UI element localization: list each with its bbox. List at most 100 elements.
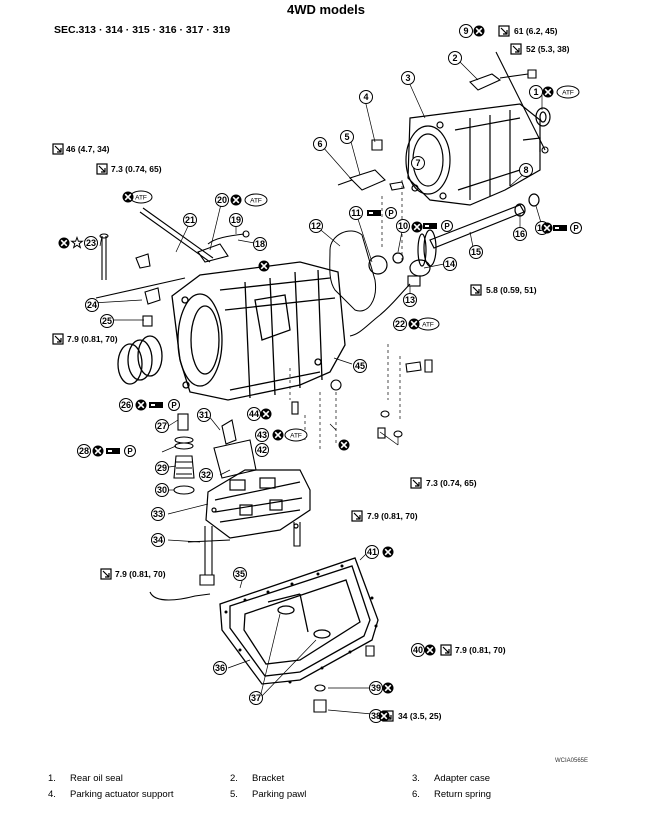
- callout-number: 33: [153, 509, 163, 519]
- valve-bracket: [187, 526, 231, 586]
- callout-number: 35: [235, 569, 245, 579]
- callout-number: 22: [395, 319, 405, 329]
- svg-text:ATF: ATF: [562, 90, 574, 97]
- do-not-reuse-icon: [121, 190, 135, 204]
- callout-44: 44: [247, 407, 261, 421]
- legend-row: 1.Rear oil seal 2.Bracket 3.Adapter case: [48, 770, 608, 786]
- petroleum-jelly-p-icon: P: [385, 207, 397, 219]
- callout-42: 42: [255, 443, 269, 457]
- callout-7: 7: [411, 156, 425, 170]
- svg-text:P: P: [573, 224, 579, 233]
- callout-9: 9: [459, 24, 473, 38]
- legend-label: Parking pawl: [252, 788, 307, 800]
- callout-39: 39: [369, 681, 383, 695]
- callout-number: 36: [215, 663, 225, 673]
- bracket: [469, 51, 549, 154]
- annotations: 61 (6.2, 45) 52 (5.3, 38) 46 (4.7, 34) 7…: [52, 24, 570, 723]
- control-valve: [205, 469, 311, 539]
- callout-number: 11: [351, 208, 361, 218]
- svg-text:ATF: ATF: [250, 198, 262, 205]
- do-not-reuse-icon: [377, 709, 391, 723]
- callout-number: 5: [344, 132, 349, 142]
- do-not-reuse-icon: [257, 259, 271, 273]
- do-not-reuse-icon: [407, 317, 421, 331]
- petroleum-jelly-icon: [106, 448, 120, 454]
- torque-spec: 34 (3.5, 25): [398, 711, 442, 721]
- callout-35: 35: [233, 567, 247, 581]
- callout-10: 10: [396, 219, 410, 233]
- atf-fluid-icon: ATF: [244, 193, 268, 207]
- torque-wrench-icon: [96, 163, 108, 175]
- do-not-reuse-icon: [540, 221, 554, 235]
- callout-number: 43: [257, 430, 267, 440]
- adapter-case: [405, 103, 541, 206]
- torque-wrench-icon: [52, 143, 64, 155]
- callout-29: 29: [155, 461, 169, 475]
- callout-24: 24: [85, 298, 99, 312]
- callout-number: 38: [371, 711, 381, 721]
- legend-number: 5.: [230, 788, 238, 800]
- torque-wrench-icon: [498, 25, 510, 37]
- callout-28: 28: [77, 444, 91, 458]
- parking-rod-pin: [95, 277, 186, 327]
- torque-wrench-icon: [470, 284, 482, 296]
- callout-34: 34: [151, 533, 165, 547]
- valve-bolt: [293, 522, 301, 547]
- callout-number: 24: [87, 300, 97, 310]
- callout-number: 30: [157, 485, 167, 495]
- legend-number: 6.: [412, 788, 420, 800]
- do-not-reuse-icon: [229, 193, 243, 207]
- torque-wrench-icon: [351, 510, 363, 522]
- callout-8: 8: [519, 163, 533, 177]
- torque-spec: 46 (4.7, 34): [66, 144, 110, 154]
- transmission-case: [171, 261, 346, 401]
- do-not-reuse-icon: [337, 438, 351, 452]
- parts-legend: 1.Rear oil seal 2.Bracket 3.Adapter case…: [48, 770, 608, 802]
- petroleum-jelly-p-icon: P: [570, 222, 582, 234]
- callout-25: 25: [100, 314, 114, 328]
- petroleum-jelly-icon: [149, 402, 163, 408]
- legend-label: Bracket: [252, 772, 285, 784]
- svg-text:ATF: ATF: [135, 195, 147, 202]
- legend-item: 6.Return spring: [412, 789, 594, 800]
- gasket: [329, 230, 377, 312]
- torque-wrench-icon: [410, 477, 422, 489]
- torque-spec: 7.3 (0.74, 65): [111, 164, 162, 174]
- svg-text:ATF: ATF: [290, 433, 302, 440]
- revolution-sensor-harness: [349, 283, 411, 337]
- callout-number: 19: [231, 215, 241, 225]
- callout-number: 42: [257, 445, 267, 455]
- callout-number: 16: [515, 229, 525, 239]
- control-valve-lever: [135, 253, 151, 269]
- accumulator-parts: [173, 413, 257, 495]
- callout-number: 6: [317, 139, 322, 149]
- do-not-reuse-icon: [423, 643, 437, 657]
- figure-code: WCIA0565E: [555, 758, 589, 764]
- callout-15: 15: [469, 245, 483, 259]
- callout-36: 36: [213, 661, 227, 675]
- svg-text:P: P: [444, 222, 450, 231]
- callout-41: 41: [365, 545, 379, 559]
- callout-22: 22: [393, 317, 407, 331]
- callout-19: 19: [229, 213, 243, 227]
- petroleum-jelly-p-icon: P: [441, 220, 453, 232]
- callout-27: 27: [155, 419, 169, 433]
- petroleum-jelly-icon: [423, 223, 437, 229]
- callout-3: 3: [401, 71, 415, 85]
- callout-33: 33: [151, 507, 165, 521]
- callout-number: 8: [523, 165, 528, 175]
- torque-spec: 52 (5.3, 38): [526, 44, 570, 54]
- callout-number: 44: [249, 409, 259, 419]
- callout-number: 28: [79, 446, 89, 456]
- legend-item: 3.Adapter case: [412, 773, 594, 784]
- torque-wrench-icon: [510, 43, 522, 55]
- callout-6: 6: [313, 137, 327, 151]
- seal-rings: [117, 335, 163, 385]
- do-not-reuse-icon: [57, 236, 71, 250]
- legend-item: 4.Parking actuator support: [48, 789, 230, 800]
- callout-1: 1: [529, 85, 543, 99]
- do-not-reuse-icon: [381, 545, 395, 559]
- callout-number: 4: [363, 92, 368, 102]
- torque-spec: 7.9 (0.81, 70): [455, 645, 506, 655]
- callout-12: 12: [309, 219, 323, 233]
